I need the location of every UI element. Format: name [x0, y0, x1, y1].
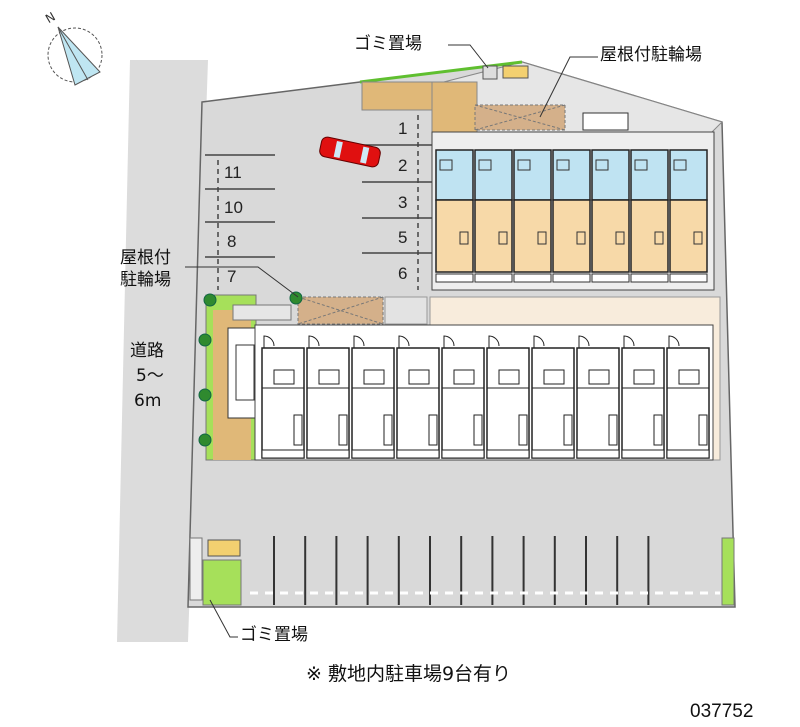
brick-planter-2: [431, 81, 478, 135]
leader-lines: [185, 44, 598, 638]
upper-unit: [435, 149, 474, 283]
parking-space-number: 7: [227, 267, 236, 286]
hedge-top: [359, 60, 523, 84]
parking-space-number: 1: [398, 119, 407, 138]
lower-unit: [441, 335, 485, 459]
paved-square: [384, 296, 428, 325]
grass-bottom-right: [721, 537, 735, 606]
upper-unit: [669, 149, 708, 283]
garbage-station-bottom: [207, 539, 241, 557]
lower-unit: [261, 335, 305, 459]
label-bike-roof-left-2: 駐輪場: [120, 270, 171, 290]
tree-icon: [198, 388, 212, 402]
garbage-bin-top: [502, 65, 529, 79]
label-garbage-top: ゴミ置場: [354, 34, 422, 54]
lower-unit: [576, 335, 620, 459]
compass-icon: N: [43, 9, 103, 86]
label-road-2: 5～: [136, 366, 164, 386]
parking-space-number: 11: [224, 163, 242, 182]
upper-unit: [630, 149, 669, 283]
bike-roof-lower: [297, 296, 384, 325]
label-bike-roof-top: 屋根付駐輪場: [600, 45, 702, 65]
brick-planter: [361, 81, 433, 111]
lower-unit: [486, 335, 530, 459]
property-code: 037752: [690, 701, 754, 722]
lower-units: [261, 335, 710, 459]
label-road-1: 道路: [130, 341, 164, 361]
parking-space-number: 10: [224, 198, 243, 217]
upper-units: [435, 149, 708, 283]
garbage-station-top: [482, 65, 498, 80]
car-icon: [319, 136, 381, 168]
grass-bottom-left: [202, 559, 242, 606]
label-bike-roof-left-1: 屋根付: [120, 248, 171, 268]
lower-unit: [621, 335, 665, 459]
road: [117, 60, 208, 642]
upper-unit: [552, 149, 591, 283]
parking-space-number: 5: [398, 228, 407, 247]
parking-lines: [205, 115, 432, 290]
upper-unit: [591, 149, 630, 283]
tree-icon: [198, 433, 212, 447]
stairs-top: [582, 112, 629, 131]
lower-unit: [306, 335, 350, 459]
walkway-block: [232, 304, 292, 321]
tree-icon: [289, 291, 303, 305]
upper-unit: [474, 149, 513, 283]
lower-unit: [666, 335, 710, 459]
label-road-3: 6m: [134, 391, 162, 411]
compass-north-label: N: [43, 9, 58, 26]
tree-icon: [198, 333, 212, 347]
tree-icon: [203, 293, 217, 307]
parking-space-number: 2: [398, 156, 407, 175]
side-block: [189, 537, 203, 601]
bike-roof-top: [474, 104, 566, 131]
note-parking: ※ 敷地内駐車場9台有り: [306, 663, 512, 685]
parking-space-number: 8: [227, 232, 236, 251]
upper-unit: [513, 149, 552, 283]
parking-space-number: 3: [398, 193, 407, 212]
lower-unit: [396, 335, 440, 459]
lower-unit: [531, 335, 575, 459]
lower-unit: [351, 335, 395, 459]
label-garbage-bottom: ゴミ置場: [240, 625, 308, 645]
parking-space-number: 6: [398, 264, 407, 283]
